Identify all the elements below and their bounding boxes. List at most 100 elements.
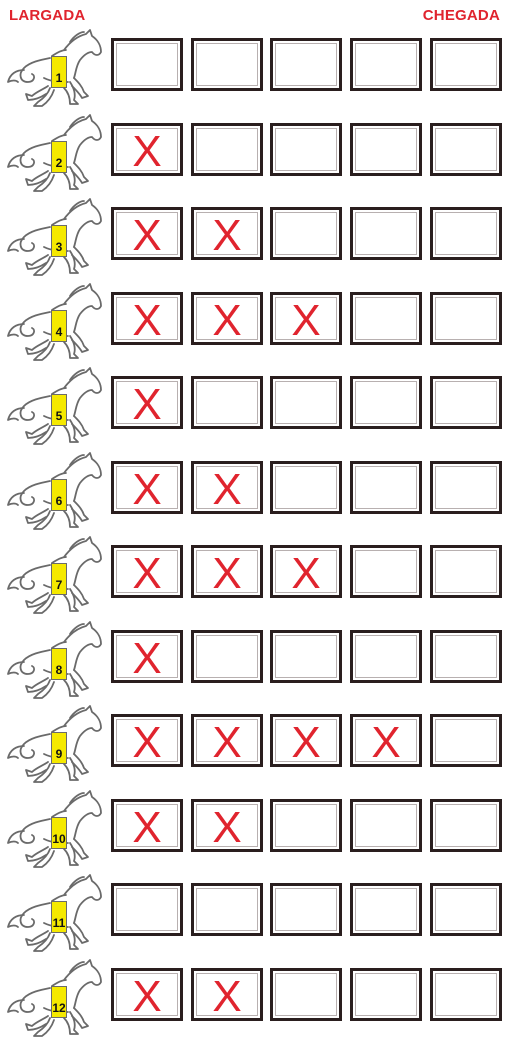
progress-box[interactable]: X: [191, 714, 263, 767]
progress-box[interactable]: X: [191, 292, 263, 345]
progress-box[interactable]: [270, 376, 342, 429]
progress-box[interactable]: [350, 38, 422, 91]
progress-box[interactable]: [270, 630, 342, 683]
progress-box[interactable]: X: [270, 714, 342, 767]
progress-box[interactable]: [270, 968, 342, 1021]
x-mark: X: [212, 468, 241, 512]
horse-lane: 12 X X: [0, 960, 507, 1044]
progress-box[interactable]: [430, 123, 502, 176]
progress-box[interactable]: [350, 799, 422, 852]
horse-icon: 12: [4, 960, 104, 1038]
progress-box[interactable]: [430, 714, 502, 767]
progress-box[interactable]: [350, 630, 422, 683]
progress-box[interactable]: X: [111, 630, 183, 683]
progress-box[interactable]: [430, 630, 502, 683]
progress-box[interactable]: [430, 38, 502, 91]
progress-box[interactable]: [430, 799, 502, 852]
horse-number-badge: 4: [51, 310, 67, 342]
progress-box[interactable]: [270, 123, 342, 176]
horse-icon: 10: [4, 791, 104, 869]
progress-box[interactable]: X: [191, 799, 263, 852]
x-mark: X: [212, 721, 241, 765]
progress-box[interactable]: X: [191, 461, 263, 514]
progress-box[interactable]: [430, 545, 502, 598]
progress-box[interactable]: X: [111, 376, 183, 429]
progress-box[interactable]: [270, 38, 342, 91]
horse-lane: 1: [0, 30, 507, 114]
progress-box[interactable]: [191, 123, 263, 176]
horse-number-badge: 12: [51, 986, 67, 1018]
progress-box[interactable]: [111, 883, 183, 936]
progress-box[interactable]: [350, 461, 422, 514]
horse-number-badge: 3: [51, 225, 67, 257]
x-mark: X: [291, 721, 320, 765]
progress-box[interactable]: X: [191, 968, 263, 1021]
horse-number-badge: 1: [51, 56, 67, 88]
x-mark: X: [132, 214, 161, 258]
progress-box[interactable]: [191, 376, 263, 429]
progress-box[interactable]: [111, 38, 183, 91]
progress-box[interactable]: X: [191, 207, 263, 260]
progress-box[interactable]: X: [111, 968, 183, 1021]
horse-icon: 7: [4, 537, 104, 615]
progress-box[interactable]: X: [111, 545, 183, 598]
progress-box[interactable]: [191, 38, 263, 91]
horse-icon: 3: [4, 199, 104, 277]
progress-box[interactable]: [270, 799, 342, 852]
progress-box[interactable]: [350, 123, 422, 176]
progress-box[interactable]: X: [350, 714, 422, 767]
progress-box[interactable]: [350, 207, 422, 260]
progress-box[interactable]: X: [111, 292, 183, 345]
x-mark: X: [212, 975, 241, 1019]
progress-box[interactable]: [350, 545, 422, 598]
horse-number-badge: 11: [51, 901, 67, 933]
horse-icon: 5: [4, 368, 104, 446]
horse-icon: 8: [4, 622, 104, 700]
x-mark: X: [132, 383, 161, 427]
progress-box[interactable]: [270, 883, 342, 936]
progress-box[interactable]: X: [111, 714, 183, 767]
progress-box[interactable]: [350, 292, 422, 345]
progress-box[interactable]: X: [111, 461, 183, 514]
horse-icon: 11: [4, 875, 104, 953]
x-mark: X: [212, 299, 241, 343]
x-mark: X: [132, 975, 161, 1019]
horse-number-badge: 8: [51, 648, 67, 680]
progress-box[interactable]: [430, 461, 502, 514]
progress-box[interactable]: [430, 292, 502, 345]
progress-box[interactable]: [350, 883, 422, 936]
progress-box[interactable]: [191, 883, 263, 936]
horse-number-badge: 2: [51, 141, 67, 173]
progress-box[interactable]: [270, 461, 342, 514]
progress-box[interactable]: X: [111, 799, 183, 852]
horse-number-badge: 5: [51, 394, 67, 426]
x-mark: X: [132, 299, 161, 343]
x-mark: X: [132, 130, 161, 174]
progress-box[interactable]: X: [191, 545, 263, 598]
x-mark: X: [212, 552, 241, 596]
progress-box[interactable]: X: [270, 545, 342, 598]
progress-box[interactable]: [191, 630, 263, 683]
progress-box[interactable]: X: [111, 123, 183, 176]
horse-lane: 11: [0, 875, 507, 959]
progress-box[interactable]: X: [270, 292, 342, 345]
progress-box[interactable]: [430, 968, 502, 1021]
progress-box[interactable]: X: [111, 207, 183, 260]
progress-box[interactable]: [430, 883, 502, 936]
progress-box[interactable]: [350, 968, 422, 1021]
x-mark: X: [132, 468, 161, 512]
finish-label: CHEGADA: [423, 7, 500, 24]
x-mark: X: [371, 721, 400, 765]
progress-box[interactable]: [430, 376, 502, 429]
horse-icon: 2: [4, 115, 104, 193]
progress-box[interactable]: [270, 207, 342, 260]
progress-box[interactable]: [350, 376, 422, 429]
progress-box[interactable]: [430, 207, 502, 260]
horse-icon: 1: [4, 30, 104, 108]
